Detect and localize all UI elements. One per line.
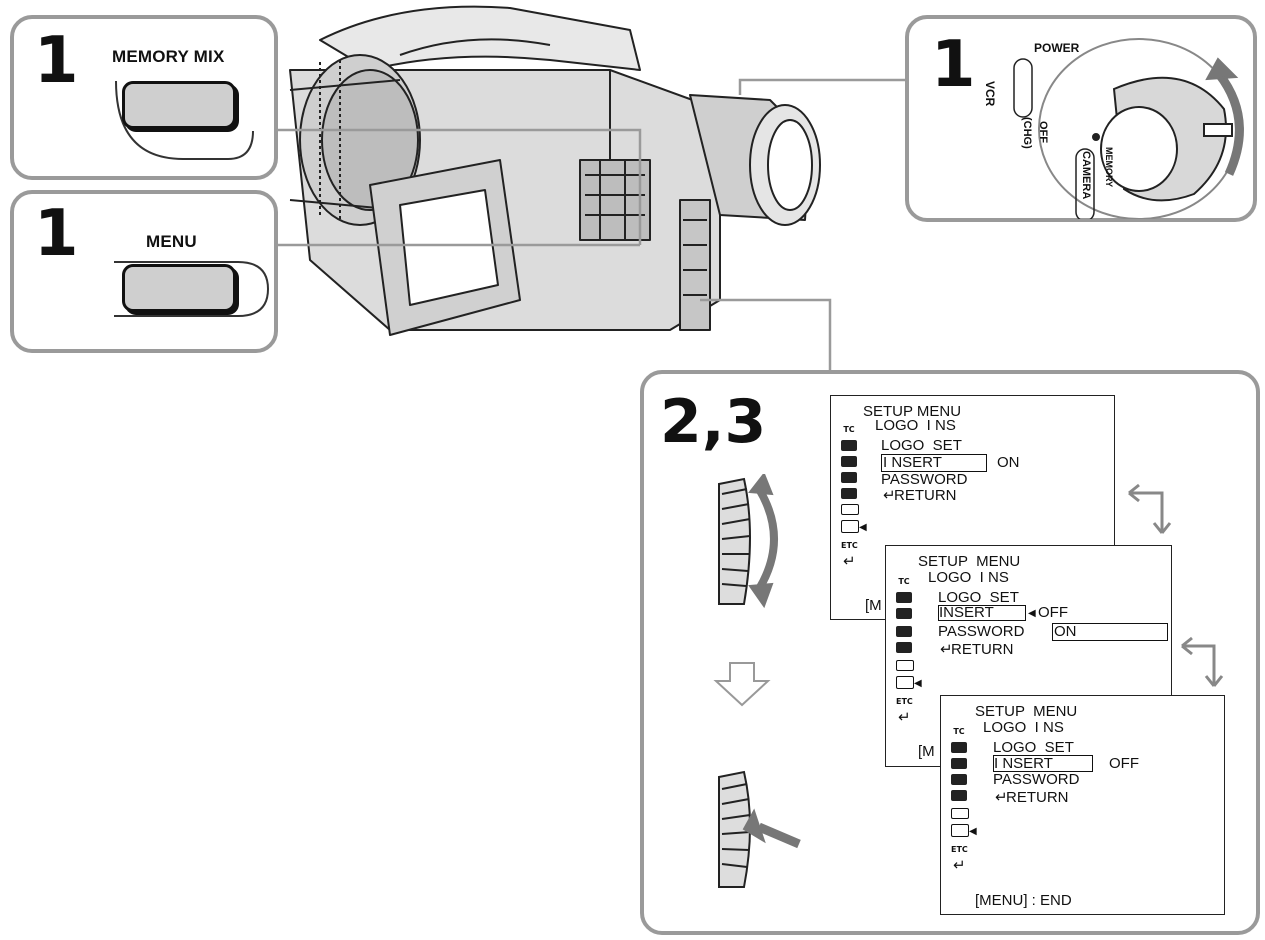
menu-value-on: ON: [1054, 623, 1077, 640]
camera-icon: [896, 608, 912, 619]
menu-value-on-selected[interactable]: [1052, 623, 1168, 641]
dial-icon[interactable]: [714, 474, 789, 614]
menu-value-on: ON: [997, 454, 1020, 471]
memory-mix-label: MEMORY MIX: [112, 47, 225, 66]
menu-item-logo-set: LOGO SET: [993, 739, 1074, 756]
vcr-icon: [896, 626, 912, 637]
menu-item-logo-set: LOGO SET: [881, 437, 962, 454]
screen-footer: [M: [865, 597, 882, 614]
screen-submenu: LOGO I NS: [928, 569, 1009, 586]
down-arrow-icon: [713, 662, 771, 707]
camcorder-illustration: [289, 5, 821, 336]
screen-title: SETUP MENU: [863, 403, 962, 420]
chg-label: (CHG): [1021, 117, 1033, 149]
screen-footer: [MENU] : END: [975, 892, 1072, 909]
camera-label: CAMERA: [1080, 151, 1092, 200]
vcr-label: VCR: [983, 81, 997, 107]
return-icon: ↵: [995, 789, 1008, 806]
tc-icon: TC: [898, 577, 910, 586]
selector-arrow-icon: ◀: [859, 522, 867, 533]
power-label: POWER: [1034, 41, 1080, 55]
return-icon: ↵: [940, 641, 953, 658]
menu-item-insert-selected[interactable]: [938, 605, 1026, 621]
menu-item-logo-set: LOGO SET: [938, 589, 1019, 606]
step-number: 2,3: [660, 387, 767, 457]
etc-icon: ETC: [896, 697, 913, 706]
tc-icon: TC: [843, 425, 855, 434]
menu-item-insert-selected[interactable]: [993, 755, 1093, 772]
menu-value-off: OFF: [1109, 755, 1139, 772]
dsd-icon: [896, 660, 914, 671]
memory-mix-button[interactable]: [122, 81, 236, 129]
etc-icon: ETC: [841, 541, 858, 550]
setup-icon: [841, 520, 859, 533]
screen-title: SETUP MENU: [918, 553, 1021, 570]
memory-label: MEMORY: [1104, 147, 1114, 188]
swap-arrow-icon: [1128, 483, 1172, 534]
vcr-icon: [841, 472, 857, 483]
manual-icon: [841, 440, 857, 451]
menu-item-return: RETURN: [894, 487, 957, 504]
return-icon: ↵: [953, 857, 966, 874]
menu-item-password: PASSWORD: [993, 771, 1080, 788]
return-icon: ↵: [883, 487, 896, 504]
camera-icon: [951, 758, 967, 769]
dsd-icon: [951, 808, 969, 819]
step-number: 1: [34, 24, 79, 98]
menu-item-insert: I NSERT: [883, 454, 942, 471]
screen-footer: [M: [918, 743, 935, 760]
menu-item-return: RETURN: [951, 641, 1014, 658]
step-number: 1: [931, 28, 976, 102]
tc-icon: TC: [953, 727, 965, 736]
menu-button[interactable]: [122, 264, 236, 312]
selector-arrow-icon: ◀: [914, 678, 922, 689]
manual-icon: [896, 592, 912, 603]
screen-title: SETUP MENU: [975, 703, 1078, 720]
return-icon: ↵: [898, 709, 911, 726]
off-label: OFF: [1037, 121, 1049, 143]
setup-icon: [896, 676, 914, 689]
dial-press-icon[interactable]: [714, 769, 804, 894]
menu-item-password: PASSWORD: [881, 471, 968, 488]
dsd-icon: [841, 504, 859, 515]
menu-item-insert: I NSERT: [994, 755, 1053, 772]
vcr-icon: [951, 774, 967, 785]
swap-arrow-icon: [1181, 636, 1224, 687]
setup-menu-screen-3: SETUP MENU LOGO I NS LOGO SET I NSERT OF…: [940, 695, 1225, 915]
etc-icon: ETC: [951, 845, 968, 854]
manual-icon: [951, 742, 967, 753]
memory-mix-callout: 1 MEMORY MIX: [10, 15, 278, 180]
menu-value-off: OFF: [1038, 604, 1068, 621]
screen-submenu: LOGO I NS: [875, 417, 956, 434]
menu-item-insert-selected[interactable]: [881, 454, 987, 472]
selector-arrow-icon: ◀: [969, 826, 977, 837]
return-icon: ↵: [843, 553, 856, 570]
cm-icon: [896, 642, 912, 653]
menu-item-insert: INSERT: [939, 604, 994, 621]
menu-item-return: RETURN: [1006, 789, 1069, 806]
camera-icon: [841, 456, 857, 467]
screen-submenu: LOGO I NS: [983, 719, 1064, 736]
selector-arrow-icon: ◀: [1028, 608, 1036, 619]
power-switch-icon: [1013, 38, 1244, 219]
cm-icon: [841, 488, 857, 499]
menu-label: MENU: [146, 232, 197, 251]
step-number: 1: [34, 197, 79, 271]
button-surround-icon: [115, 80, 254, 160]
setup-icon: [951, 824, 969, 837]
cm-icon: [951, 790, 967, 801]
button-surround-icon: [114, 261, 270, 317]
power-callout: 1 POWER VCR OFF (CHG) CAMERA MEMORY: [905, 15, 1257, 222]
menu-callout: 1 MENU: [10, 190, 278, 353]
menu-item-password: PASSWORD: [938, 623, 1025, 640]
